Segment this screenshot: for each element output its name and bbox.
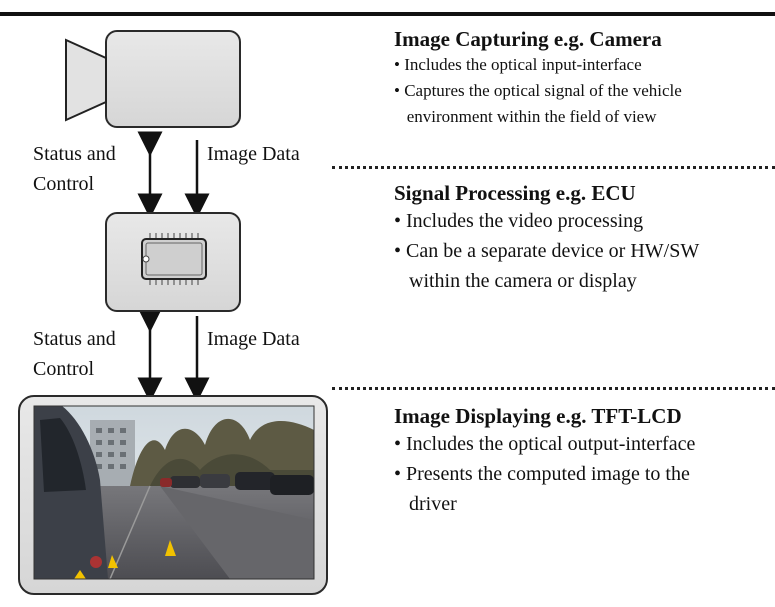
bullet-item: driver [394,493,457,515]
bullet-item: • Includes the video processing [394,210,644,232]
section-displaying: Image Displaying e.g. TFT-LCD • Includes… [394,403,775,519]
section-processing: Signal Processing e.g. ECU • Includes th… [394,180,775,296]
bullet-item: environment within the field of view [394,107,657,126]
section-title: Signal Processing e.g. ECU [394,181,636,205]
bullet-item: • Captures the optical signal of the veh… [394,81,682,100]
camera-block [105,30,241,128]
bullet-item: • Includes the optical output-interface [394,433,696,455]
status-control-label-bottom: Status and Control [33,328,116,380]
section-title: Image Displaying e.g. TFT-LCD [394,404,682,428]
status-control-label-top: Status and Control [33,143,116,195]
section-title: Image Capturing e.g. Camera [394,27,662,51]
image-data-label-top: Image Data [207,143,300,165]
image-data-label-bottom: Image Data [207,328,300,350]
bullet-item: • Can be a separate device or HW/SW [394,240,700,262]
bullet-item: • Includes the optical input-interface [394,55,642,74]
separator-1 [332,166,775,169]
bullet-item: within the camera or display [394,270,637,292]
bullet-item: • Presents the computed image to the [394,463,690,485]
top-rule [0,12,775,16]
section-capturing: Image Capturing e.g. Camera • Includes t… [394,26,775,130]
separator-2 [332,387,775,390]
